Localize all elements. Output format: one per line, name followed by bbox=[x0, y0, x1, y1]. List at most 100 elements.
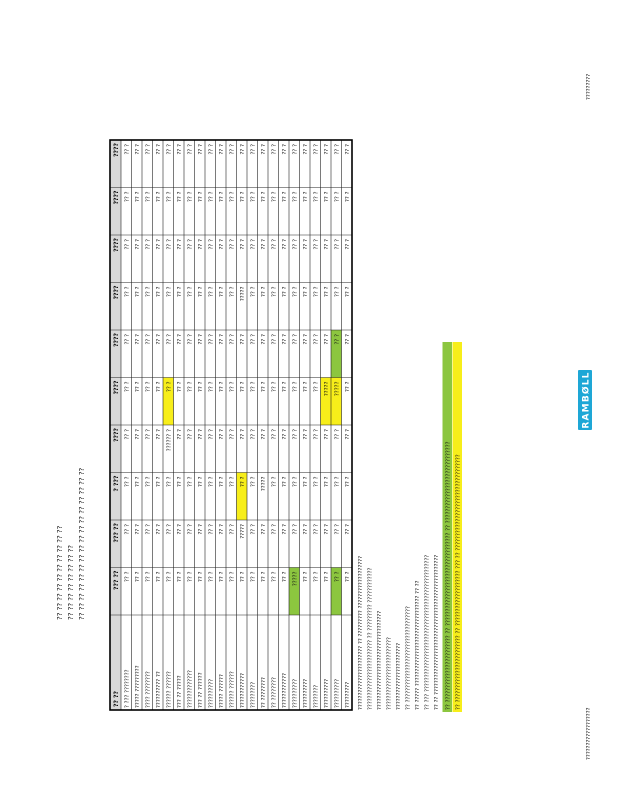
row-label: ????????? bbox=[345, 682, 351, 708]
table-cell: ?? ? bbox=[314, 429, 320, 440]
table-cell: ?? ? bbox=[209, 144, 215, 155]
table-cell: ?? ? bbox=[345, 476, 351, 487]
table-cell: ?? ? bbox=[209, 524, 215, 535]
table-cell: ?? ? bbox=[324, 571, 330, 582]
table-cell: ?? ? bbox=[335, 334, 341, 345]
table-cell: ????? bbox=[240, 286, 246, 301]
table-cell: ?? ? bbox=[209, 429, 215, 440]
row-label: ?????????? bbox=[335, 679, 341, 708]
table-cell: ?? ? bbox=[282, 381, 288, 392]
table-cell: ?? ? bbox=[167, 144, 173, 155]
highlight-note-bg bbox=[452, 342, 462, 712]
table-cell: ????? bbox=[293, 571, 299, 586]
table-row: ? ??? ?????????? ??? ??? ??? ??? ??? ???… bbox=[125, 144, 131, 708]
table-cell: ?? ? bbox=[146, 144, 152, 155]
table-cell: ?? ? bbox=[156, 144, 162, 155]
table-cell: ?? ? bbox=[240, 571, 246, 582]
table-row: ??????????????? ??? ??? ??? ??? ??? ??? … bbox=[188, 144, 194, 708]
row-label: ???????????? bbox=[282, 673, 288, 708]
table-cell: ?? ? bbox=[314, 381, 320, 392]
table-cell: ?? ? bbox=[209, 334, 215, 345]
highlight-note-line: ?? ??????????????????????? ?? ??????????… bbox=[456, 454, 462, 710]
table-cell: ?? ? bbox=[324, 239, 330, 250]
table-cell: ?? ? bbox=[177, 334, 183, 345]
table-cell: ?? ? bbox=[314, 334, 320, 345]
table-cell: ?? ? bbox=[261, 571, 267, 582]
table-cell: ?? ? bbox=[156, 286, 162, 297]
table-cell: ?? ? bbox=[230, 381, 236, 392]
table-cell: ?? ? bbox=[261, 524, 267, 535]
table-cell: ?? ? bbox=[198, 286, 204, 297]
table-row: ?? ?????????? ??? ??? ??? ??? ??? ??? ??… bbox=[272, 144, 278, 708]
table-cell: ?? ? bbox=[219, 191, 225, 202]
table-cell: ?? ? bbox=[230, 524, 236, 535]
table-cell: ?? ? bbox=[135, 476, 141, 487]
table-cell: ?? ? bbox=[125, 191, 131, 202]
table-cell: ?? ? bbox=[314, 571, 320, 582]
table-column-header: ??? ?? bbox=[113, 522, 120, 542]
table-cell: ?? ? bbox=[293, 334, 299, 345]
table-cell: ?? ? bbox=[293, 524, 299, 535]
table-cell: ?? ? bbox=[219, 571, 225, 582]
table-column-header: ???? bbox=[113, 190, 120, 204]
table-cell: ?? ? bbox=[345, 191, 351, 202]
caption-line-1: ?? ?? ?? ?? ?? ?? ?? ?? ?? ?? bbox=[56, 525, 64, 620]
table-cell: ????? bbox=[335, 381, 341, 396]
table-cell: ?? ? bbox=[345, 381, 351, 392]
table-cell: ?? ? bbox=[219, 144, 225, 155]
table-cell: ?? ? bbox=[135, 334, 141, 345]
data-table: ?? ????? ????? ??? ?????????????????????… bbox=[109, 139, 353, 711]
table-cell: ?? ? bbox=[146, 429, 152, 440]
row-label: ?????????? bbox=[209, 679, 215, 708]
row-label: ????? ????????? bbox=[135, 665, 141, 708]
table-cell: ?? ? bbox=[272, 334, 278, 345]
table-cell: ?? ? bbox=[198, 476, 204, 487]
table-cell: ?? ? bbox=[314, 144, 320, 155]
table-cell: ?? ? bbox=[167, 571, 173, 582]
table-column-header: ?? ?? bbox=[113, 690, 120, 707]
table-cell: ?? ? bbox=[177, 429, 183, 440]
highlight-note-bg bbox=[442, 342, 452, 712]
note-line: ?????????????????????? ?? ????????? ????… bbox=[358, 556, 364, 710]
table-cell: ?? ? bbox=[303, 524, 309, 535]
table-cell: ?? ? bbox=[230, 429, 236, 440]
table-cell: ?? ? bbox=[230, 144, 236, 155]
table-cell: ?? ? bbox=[177, 144, 183, 155]
table-cell: ?? ? bbox=[198, 571, 204, 582]
row-label: ?????????? bbox=[303, 679, 309, 708]
table-cell: ?? ? bbox=[303, 334, 309, 345]
table-cell: ?? ? bbox=[272, 381, 278, 392]
row-label: ???? ???????? bbox=[146, 671, 152, 708]
table-cell: ?? ? bbox=[177, 476, 183, 487]
svg-text:RAMBØLL: RAMBØLL bbox=[581, 371, 592, 428]
table-cell: ?? ? bbox=[303, 144, 309, 155]
table-cell: ?? ? bbox=[314, 286, 320, 297]
table-cell: ?? ? bbox=[198, 429, 204, 440]
table-cell: ?? ? bbox=[251, 334, 257, 345]
table-cell: ?? ? bbox=[261, 429, 267, 440]
note-line: ?? ????????????????????????????????? bbox=[406, 606, 412, 710]
table-row: ???????????? ??? ??? ??? ??? ??? ??? ???… bbox=[209, 144, 215, 708]
table-cell: ?? ? bbox=[156, 334, 162, 345]
table-cell: ?? ? bbox=[303, 381, 309, 392]
table-cell: ?? ? bbox=[146, 239, 152, 250]
table-cell: ?? ? bbox=[303, 476, 309, 487]
table-cell: ?? ? bbox=[198, 239, 204, 250]
table-row: ???? ?????????? ??? ??? ??? ??? ??? ??? … bbox=[146, 144, 152, 708]
row-label: ???????? bbox=[314, 685, 320, 708]
table-cell: ?? ? bbox=[177, 239, 183, 250]
table-cell: ?? ? bbox=[125, 144, 131, 155]
table-cell: ?? ? bbox=[261, 286, 267, 297]
table-cell: ?? ? bbox=[156, 191, 162, 202]
table-cell: ?? ? bbox=[125, 476, 131, 487]
note-line: ?? ??? ?????????????????????????????????… bbox=[425, 555, 431, 710]
table-row: ?????????????? ???????? ??? ??? ??? ????… bbox=[240, 144, 246, 708]
table-cell: ?? ? bbox=[272, 524, 278, 535]
row-label: ????????? bbox=[251, 682, 257, 708]
table-cell: ?? ? bbox=[345, 144, 351, 155]
highlighted-cell bbox=[320, 377, 331, 425]
table-cell: ?? ? bbox=[314, 191, 320, 202]
table-cell: ?? ? bbox=[125, 429, 131, 440]
highlighted-cell bbox=[331, 330, 342, 378]
caption-line-2: ?? ?? ?? ?? ?? ?? ?? ?? bbox=[67, 545, 75, 620]
